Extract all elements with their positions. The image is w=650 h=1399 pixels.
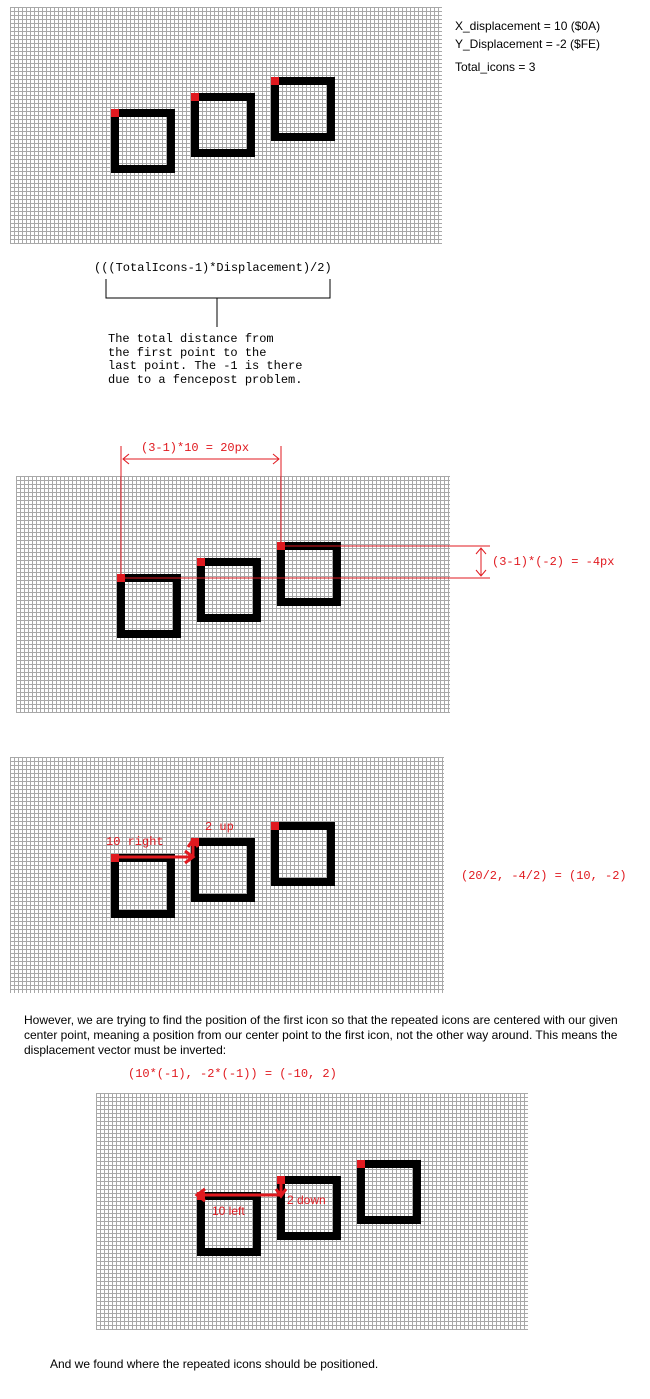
inversion-paragraph: However, we are trying to find the posit… <box>24 1013 618 1057</box>
y-displacement-text: Y_Displacement = -2 ($FE) <box>455 37 601 51</box>
square-icon-3 <box>357 1160 421 1224</box>
square-icon-2 <box>197 558 261 622</box>
up-move-label: 2 up <box>205 820 234 834</box>
formula-bracket <box>105 279 331 327</box>
explanation-line-1: The total distance from <box>108 332 274 346</box>
pixel-grid-panel-1 <box>10 7 442 244</box>
square-icon-3 <box>271 822 335 886</box>
conclusion-text: And we found where the repeated icons sh… <box>50 1357 379 1371</box>
halving-arrows <box>113 837 200 865</box>
square-icon-2 <box>191 93 255 157</box>
square-icon-3 <box>271 77 335 141</box>
x-distance-label: (3-1)*10 = 20px <box>141 441 250 455</box>
inversion-formula: (10*(-1), -2*(-1)) = (-10, 2) <box>128 1067 337 1081</box>
x-displacement-text: X_displacement = 10 ($0A) <box>455 19 601 33</box>
square-icon-1 <box>111 109 175 173</box>
pixel-grid-panel-3 <box>10 757 444 993</box>
right-move-label: 10 right <box>106 835 164 849</box>
explanation-line-4: due to a fencepost problem. <box>108 372 303 387</box>
total-icons-text: Total_icons = 3 <box>455 60 536 74</box>
down-move-label: 2 down <box>287 1193 326 1207</box>
halving-result: (20/2, -4/2) = (10, -2) <box>461 869 627 883</box>
explanation-line-2: the first point to the <box>108 345 267 360</box>
distance-measure-lines <box>120 446 490 579</box>
formula-expression: (((TotalIcons-1)*Displacement)/2) <box>94 261 332 275</box>
y-distance-label: (3-1)*(-2) = -4px <box>492 555 615 569</box>
explanation-line-3: last point. The -1 is there <box>108 359 303 373</box>
left-move-label: 10 left <box>212 1204 245 1218</box>
pixel-grid-panel-2 <box>16 476 450 713</box>
